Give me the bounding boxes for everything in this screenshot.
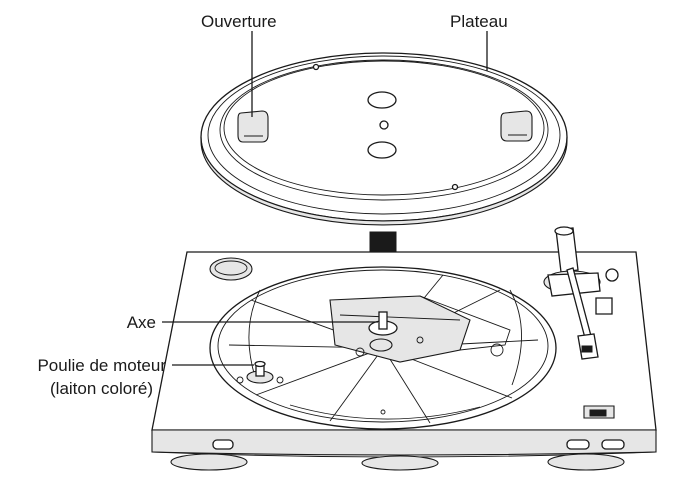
label-spindle: Axe (127, 313, 156, 332)
platter-well (209, 266, 557, 430)
front-slot-2 (566, 439, 590, 450)
platter-opening-right (500, 110, 533, 142)
platter-hole-bottom (367, 141, 397, 159)
front-slot-3 (601, 439, 625, 450)
tonearm (543, 226, 619, 360)
platter-center-hole (379, 120, 389, 130)
label-motor-pulley-sub: (laiton coloré) (50, 379, 153, 398)
motor-pulley (236, 360, 284, 384)
platter-opening-left (237, 110, 269, 143)
base-knob (209, 257, 253, 281)
label-opening: Ouverture (201, 12, 277, 31)
spindle (378, 311, 388, 330)
foot-middle (361, 455, 439, 471)
platter-hole-top (367, 91, 397, 109)
label-motor-pulley: Poulie de moteur (37, 356, 166, 375)
label-platter: Plateau (450, 12, 508, 31)
callout-lines (162, 31, 488, 366)
foot-left (170, 453, 248, 471)
foot-right (547, 453, 625, 471)
front-slot-1 (212, 439, 234, 450)
platter (200, 52, 568, 226)
